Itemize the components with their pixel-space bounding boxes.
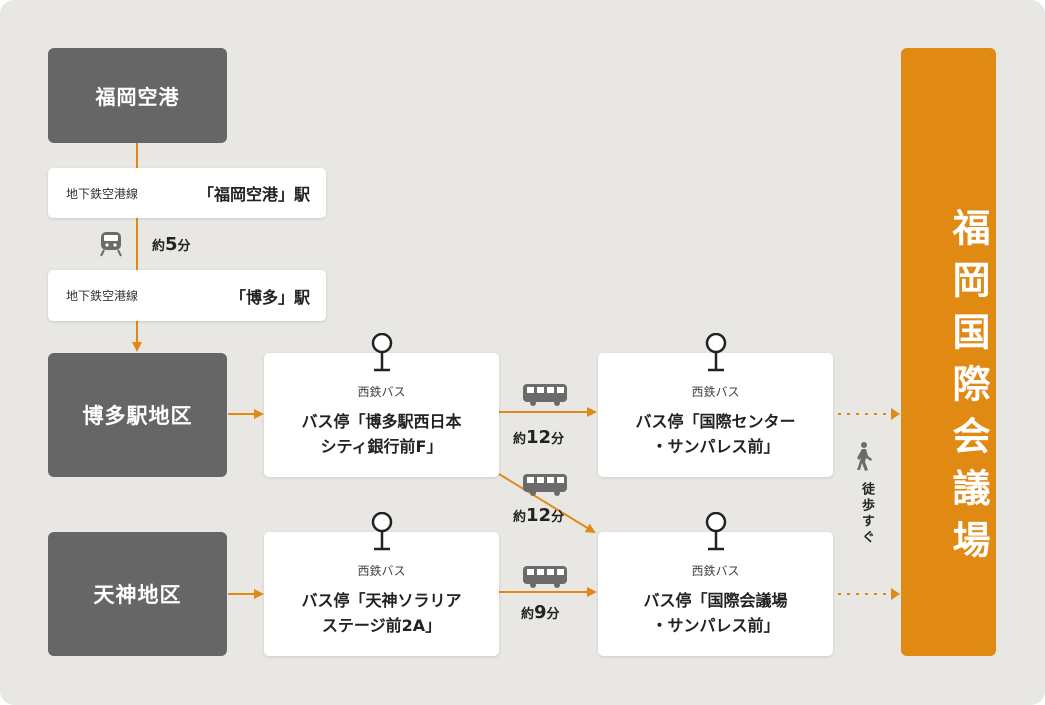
bus-duration-hakata-kaigijo: 約12分 (513, 505, 565, 526)
origin-hakata: 博多駅地区 (48, 353, 227, 477)
bus-company: 西鉄バス (357, 564, 406, 578)
bus-icon (523, 566, 567, 588)
bus-company: 西鉄バス (691, 564, 740, 578)
origin-airport: 福岡空港 (48, 48, 227, 143)
bus-stop-name: バス停「国際会議場・サンパレス前」 (643, 591, 788, 635)
walk-label: 徒歩すぐ (859, 482, 874, 546)
train-icon (100, 232, 122, 257)
subway-station-hakata: 地下鉄空港線 「博多」駅 (48, 270, 326, 321)
bus-stop-pin-icon (371, 333, 393, 372)
bus-stop-name: バス停「国際センター・サンパレス前」 (635, 412, 796, 456)
subway-station-airport: 地下鉄空港線 「福岡空港」駅 (48, 168, 326, 218)
origin-tenjin: 天神地区 (48, 532, 227, 656)
bus-duration-hakata-center: 約12分 (513, 427, 565, 448)
bus-stop-pin-icon (705, 512, 727, 551)
bus-icon (523, 474, 567, 496)
bus-icon (523, 384, 567, 406)
bus-stop-hakata: 西鉄バス バス停「博多駅西日本シティ銀行前F」 (264, 333, 499, 477)
bus-duration-tenjin-kaigijo: 約9分 (521, 602, 560, 623)
walking-person-icon (857, 442, 872, 471)
bus-stop-name: バス停「天神ソラリアステージ前2A」 (301, 591, 462, 635)
bus-stop-pin-icon (371, 512, 393, 551)
bus-stop-name: バス停「博多駅西日本シティ銀行前F」 (301, 412, 462, 456)
bus-company: 西鉄バス (691, 385, 740, 399)
subway-line-name: 地下鉄空港線 (66, 289, 139, 303)
subway-duration: 約5分 (152, 234, 191, 255)
bus-stop-kaigijo: 西鉄バス バス停「国際会議場・サンパレス前」 (598, 512, 833, 656)
bus-stop-pin-icon (705, 333, 727, 372)
subway-line-name: 地下鉄空港線 (66, 186, 139, 201)
bus-company: 西鉄バス (357, 385, 406, 399)
bus-route-hakata-kaigijo (498, 473, 596, 534)
station-name: 「博多」駅 (229, 287, 310, 307)
destination-name: 福岡国際会議場 (946, 208, 990, 572)
bus-stop-kokusai-center: 西鉄バス バス停「国際センター・サンパレス前」 (598, 333, 833, 477)
station-name: 「福岡空港」駅 (197, 185, 310, 204)
bus-stop-tenjin: 西鉄バス バス停「天神ソラリアステージ前2A」 (264, 512, 499, 656)
destination-box: 福岡国際会議場 (901, 48, 996, 656)
